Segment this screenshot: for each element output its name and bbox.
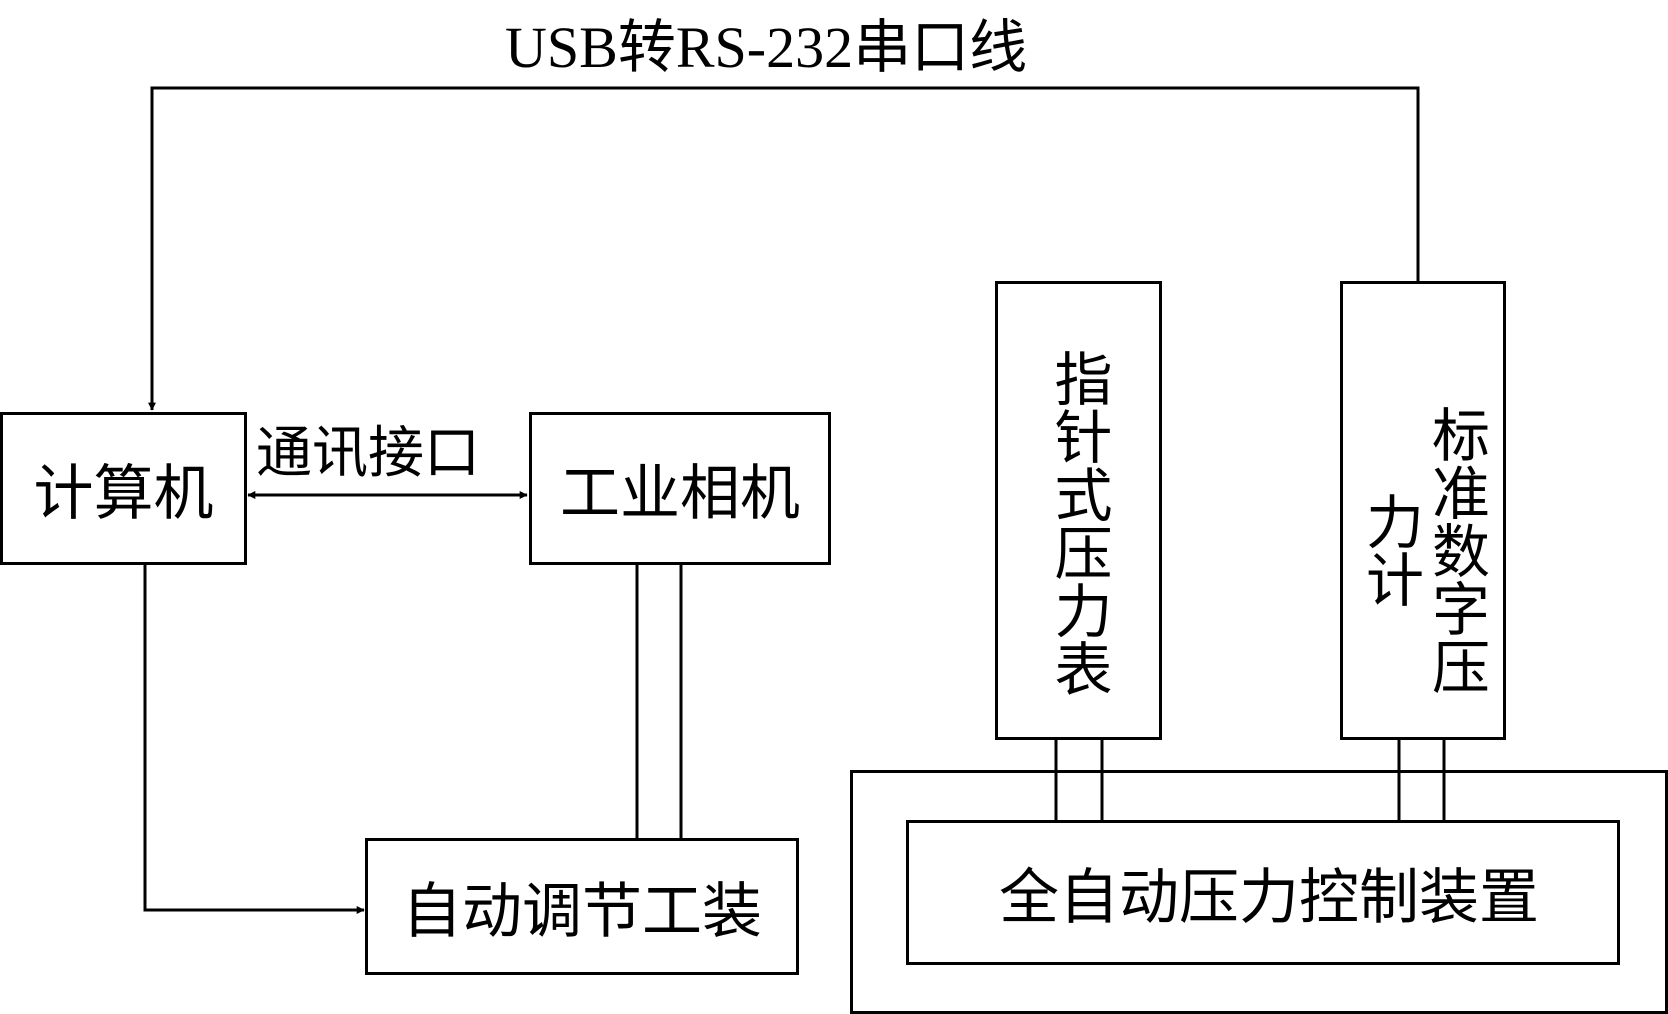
auto-pressure-controller-label: 全自动压力控制装置 [999, 863, 1539, 933]
computer-box: 计算机 [0, 412, 247, 565]
standard-digital-gauge-box: 标准数字压力计 [1340, 281, 1506, 740]
computer-label: 计算机 [33, 459, 214, 529]
auto-adjust-fixture-box: 自动调节工装 [365, 838, 799, 975]
auto-pressure-controller-box: 全自动压力控制装置 [906, 820, 1620, 965]
serial-cable-line [148, 86, 1420, 411]
computer-to-fixture-line [143, 564, 365, 914]
auto-adjust-fixture-label: 自动调节工装 [402, 877, 762, 947]
pointer-gauge-label: 指针式压力表 [1044, 348, 1113, 697]
industrial-camera-box: 工业相机 [529, 412, 831, 565]
standard-digital-gauge-label: 标准数字压力计 [1356, 405, 1490, 695]
comm-interface-label: 通讯接口 [256, 423, 480, 485]
pointer-gauge-box: 指针式压力表 [995, 281, 1162, 740]
controller-outer-frame [850, 770, 1668, 1014]
industrial-camera-label: 工业相机 [560, 459, 800, 529]
serial-cable-label: USB转RS-232串口线 [505, 15, 1028, 80]
